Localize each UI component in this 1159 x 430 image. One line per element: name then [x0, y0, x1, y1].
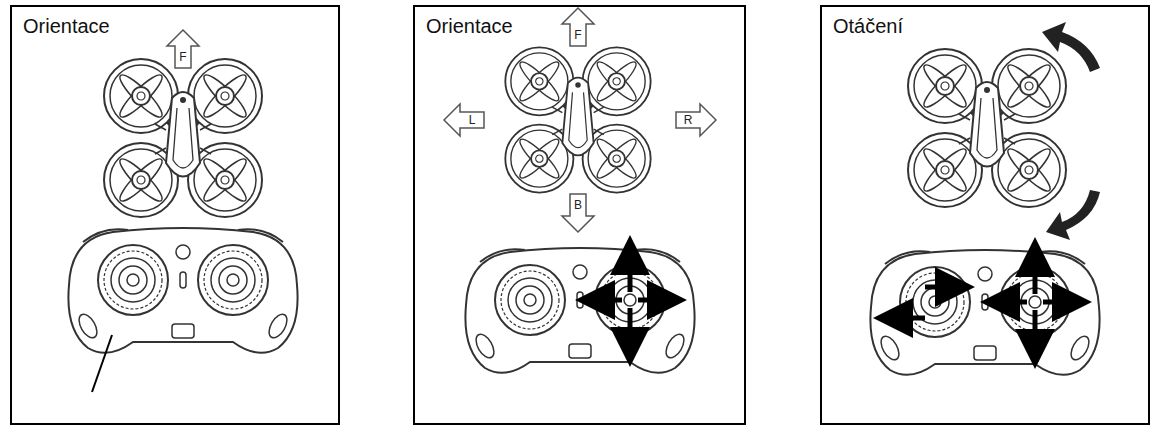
panel-heading: Otáčení [833, 15, 903, 38]
instruction-panel: Orientace [10, 5, 340, 425]
panel-heading: Orientace [23, 15, 110, 38]
instruction-panel: Orientace [413, 5, 746, 425]
direction-letter: F [179, 51, 186, 63]
direction-letter: L [469, 114, 476, 126]
direction-letter: F [574, 29, 581, 41]
instruction-panel: Otáčení [820, 5, 1150, 425]
direction-letter: R [684, 114, 693, 126]
panel-heading: Orientace [426, 15, 513, 38]
direction-letter: B [574, 199, 582, 211]
